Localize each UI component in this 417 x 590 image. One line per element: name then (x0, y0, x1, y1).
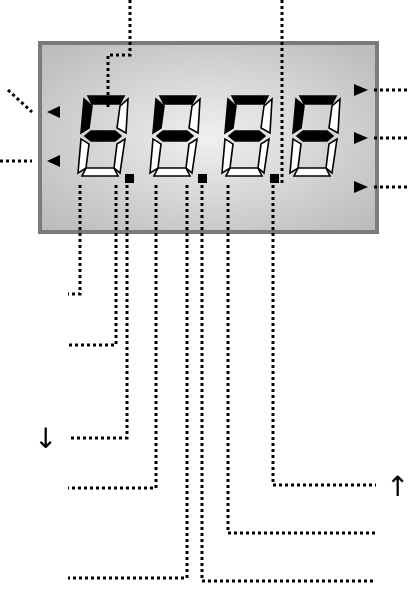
left-indicator-bottom (47, 155, 60, 167)
segment-f (152, 97, 165, 135)
segment-g (155, 130, 195, 142)
decimal-point-2 (198, 174, 207, 183)
segment-e (77, 137, 90, 175)
segment-a (86, 95, 126, 105)
down-arrow-icon: ↓ (34, 422, 57, 455)
leader-lines (0, 0, 410, 583)
lcd-digit-2 (149, 95, 201, 177)
segment-e (149, 137, 162, 175)
decimal-points (125, 174, 279, 183)
right-indicator-bottom (354, 181, 368, 193)
segment-d (152, 167, 192, 177)
lcd-digit-3 (221, 95, 273, 177)
segment-a (158, 95, 198, 105)
decimal-point-3 (270, 174, 279, 183)
segment-b (260, 97, 273, 135)
segment-f (80, 97, 93, 135)
right-indicator-top (354, 84, 368, 96)
segment-b (328, 97, 341, 135)
segment-f (224, 97, 237, 135)
segment-g (295, 130, 335, 142)
segment-e (221, 137, 234, 175)
segment-d (224, 167, 264, 177)
segment-g (227, 130, 267, 142)
lcd-digits (77, 95, 341, 177)
segment-a (298, 95, 338, 105)
left-indicator-top (47, 106, 60, 118)
segment-e (289, 137, 302, 175)
segment-d (292, 167, 332, 177)
segment-b (116, 97, 129, 135)
segment-b (188, 97, 201, 135)
lcd-digit-4 (289, 95, 341, 177)
segment-f (292, 97, 305, 135)
segment-g (83, 130, 123, 142)
segment-d (80, 167, 120, 177)
lcd-digit-1 (77, 95, 129, 177)
decimal-point-1 (125, 174, 134, 183)
segment-a (230, 95, 270, 105)
up-arrow-icon: ↑ (386, 470, 409, 503)
right-indicator-middle (354, 132, 368, 144)
